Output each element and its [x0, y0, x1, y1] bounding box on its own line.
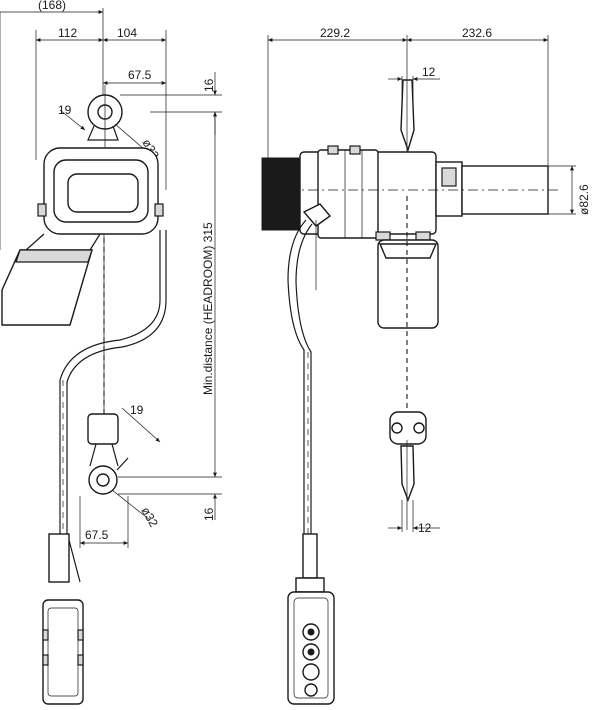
front-view: (168) 112 104 67.5 19 ø32	[0, 0, 222, 705]
dim-67-5-bottom-text: 67.5	[85, 528, 109, 542]
top-hook-side	[400, 79, 415, 153]
dim-side-widths: 229.2 232.6	[268, 26, 548, 42]
dim-throat-top: 19	[58, 103, 86, 131]
hoist-body-front	[37, 147, 164, 235]
dim-hook-width-top: 12	[388, 65, 440, 100]
pendant-cable-side	[287, 203, 332, 540]
dim-82-6-text: ø82.6	[577, 184, 591, 215]
dim-hook-width-bottom: 12	[388, 500, 440, 535]
bottom-hook-side	[389, 411, 427, 530]
side-view: 229.2 232.6 12	[261, 26, 591, 705]
dim-throat-bottom: 19	[121, 403, 161, 443]
dim-headroom: Min.distance (HEADROOM) 315	[201, 112, 217, 477]
dim-bottom-clearance: 16	[118, 476, 222, 521]
pendant-button-3	[302, 663, 320, 681]
pendant-cable-front	[59, 230, 167, 540]
dim-229-2-text: 229.2	[320, 26, 350, 40]
dim-hook-center-top: 67.5	[103, 68, 166, 85]
dim-dia-bottom: ø32	[111, 489, 161, 530]
dim-overall-width-left: (168)	[0, 0, 103, 14]
dim-motor-diameter: ø82.6	[548, 165, 591, 215]
bottom-hook-front	[87, 413, 129, 495]
pendant-side	[287, 533, 335, 705]
dim-headroom-text: Min.distance (HEADROOM) 315	[201, 222, 215, 395]
dim-19-bottom-text: 19	[130, 403, 144, 417]
dim-19-top-text: 19	[58, 103, 72, 117]
dim-12-top-text: 12	[422, 65, 436, 79]
chain-container-side	[377, 239, 439, 329]
dim-overall-width-text: (168)	[38, 0, 66, 12]
dim-112-text: 112	[58, 26, 77, 40]
motor-cover-front	[1, 233, 101, 326]
top-hook	[87, 85, 123, 150]
dim-67-5-top-text: 67.5	[128, 68, 152, 82]
dim-104-text: 104	[117, 26, 137, 40]
hoist-housing-side	[261, 145, 560, 241]
dim-16-top-text: 16	[202, 78, 216, 92]
dim-12-bottom-text: 12	[418, 521, 432, 535]
dim-232-6-text: 232.6	[462, 26, 492, 40]
pendant-front	[42, 533, 84, 705]
dim-dia-bottom-text: ø32	[138, 505, 161, 530]
dim-16-bottom-text: 16	[202, 507, 216, 521]
dim-hook-offsets: 112 104	[36, 26, 166, 42]
dim-hook-center-bottom: 67.5	[79, 496, 129, 548]
pendant-button-4	[304, 683, 318, 697]
